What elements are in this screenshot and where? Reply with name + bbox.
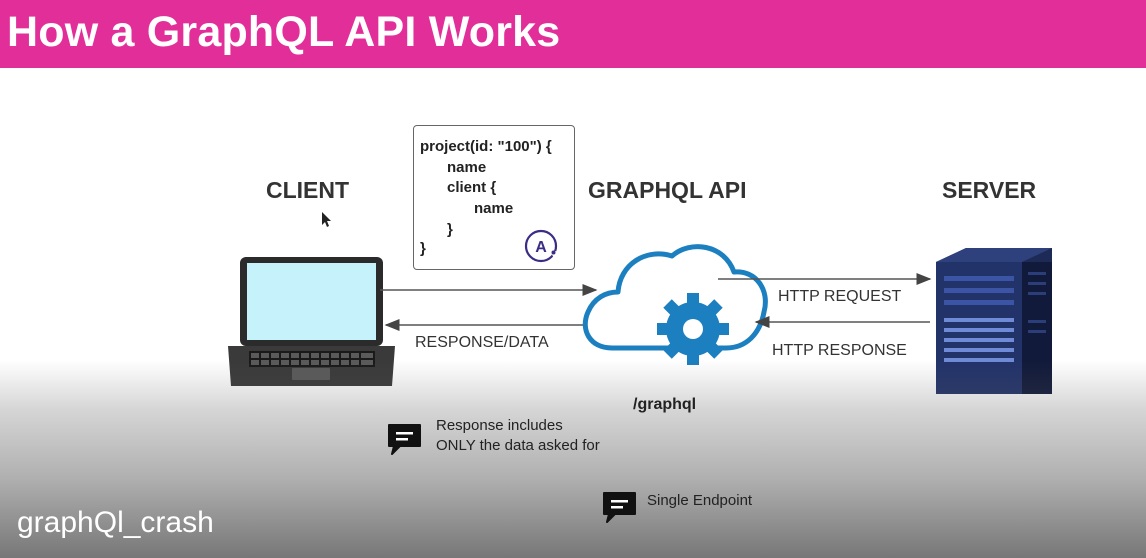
query-line: name: [447, 159, 487, 176]
bottom-gradient: [0, 360, 1146, 558]
query-line: }: [447, 221, 453, 238]
cloud-icon: [582, 244, 768, 351]
chat-bubble-icon: [603, 492, 636, 523]
http-response-label: HTTP RESPONSE: [772, 342, 907, 359]
server-label: SERVER: [942, 177, 1037, 203]
http-request-label: HTTP REQUEST: [778, 288, 902, 305]
cursor-icon: [322, 212, 331, 227]
gear-icon: [657, 293, 729, 365]
query-line: client {: [447, 179, 497, 196]
apollo-icon: A: [524, 229, 558, 263]
graphql-api-label: GRAPHQL API: [588, 177, 747, 203]
apollo-badge-text: A: [535, 239, 547, 256]
client-label: CLIENT: [266, 177, 350, 203]
query-code-box: project(id: "100") { name client { name …: [413, 125, 575, 270]
single-endpoint-note: Single Endpoint: [647, 492, 753, 509]
endpoint-label: /graphql: [633, 396, 697, 413]
response-data-label: RESPONSE/DATA: [415, 334, 549, 351]
query-line: project(id: "100") {: [420, 138, 552, 155]
video-caption: graphQl_crash: [17, 506, 214, 539]
query-line: }: [420, 240, 426, 257]
response-note-line2: ONLY the data asked for: [436, 437, 600, 454]
title-banner: How a GraphQL API Works: [0, 0, 1146, 68]
response-note-line1: Response includes: [436, 417, 563, 434]
page-title: How a GraphQL API Works: [7, 8, 561, 56]
query-line: name: [474, 200, 514, 217]
chat-bubble-icon: [388, 424, 421, 455]
